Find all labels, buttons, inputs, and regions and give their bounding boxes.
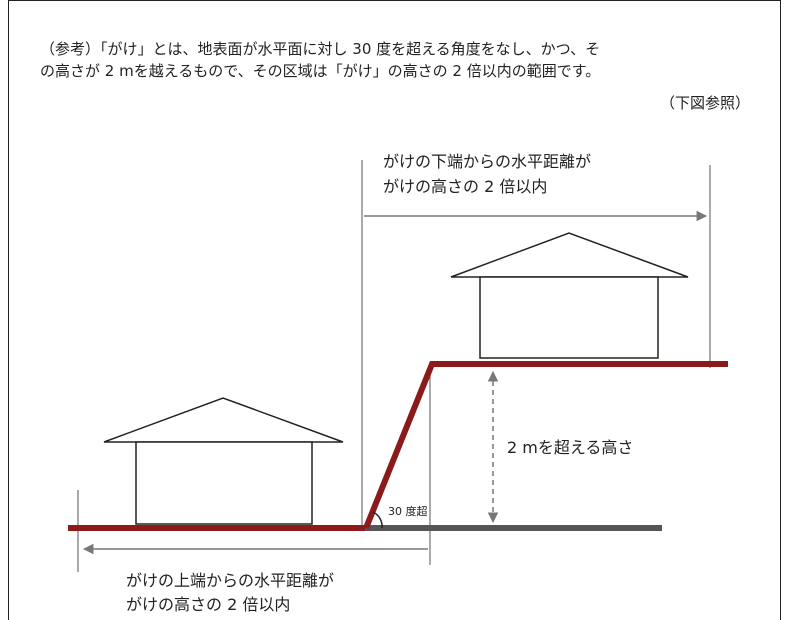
note-line-2: の高さが 2 mを越えるもので、その区域は「がけ」の高さの 2 倍以内の範囲です… (40, 62, 601, 80)
lower-distance-label-1: がけの上端からの水平距離が (126, 571, 334, 590)
cliff-slope (363, 361, 728, 530)
note-line-1: （参考）「がけ」とは、地表面が水平面に対し 30 度を超える角度をなし、かつ、そ (40, 40, 601, 58)
lower-distance-label-2: がけの高さの 2 倍以内 (126, 595, 290, 614)
lower-house (103, 397, 344, 525)
upper-distance-label-1: がけの下端からの水平距離が (383, 152, 591, 171)
upper-house (450, 232, 689, 359)
height-label: 2 mを超える高さ (507, 438, 633, 457)
note-reference: （下図参照） (659, 94, 750, 112)
angle-label: 30 度超 (388, 504, 428, 518)
angle-arc (372, 511, 383, 529)
upper-distance-label-2: がけの高さの 2 倍以内 (383, 177, 547, 196)
